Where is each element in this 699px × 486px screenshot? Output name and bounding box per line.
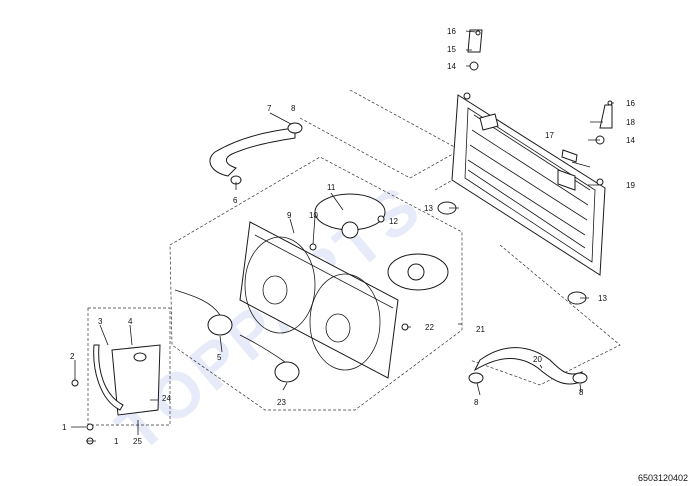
upper-bracket-right <box>595 100 613 145</box>
callout-8a: 8 <box>291 104 296 113</box>
hose-clamp-lower-right <box>572 372 588 384</box>
upper-bracket-left <box>467 29 483 71</box>
fan-motor-right <box>274 361 300 383</box>
callout-7: 7 <box>267 104 272 113</box>
callout-21: 21 <box>476 325 485 334</box>
figure-code: 6503120402 <box>638 473 688 483</box>
callout-13a: 13 <box>424 204 433 213</box>
upper-hose <box>209 127 296 177</box>
callout-13b: 13 <box>598 294 607 303</box>
motor-wire-left <box>174 289 221 316</box>
callout-8b: 8 <box>474 398 479 407</box>
coolant-reservoir <box>111 344 161 416</box>
radiator-cap <box>561 149 578 163</box>
callout-15: 15 <box>447 45 456 54</box>
bolt-1a <box>86 423 94 431</box>
reservoir-hose <box>93 344 124 411</box>
hose-clamp-upper <box>287 122 303 134</box>
callout-1a: 1 <box>62 423 67 432</box>
callout-20: 20 <box>533 355 542 364</box>
callout-16a: 16 <box>447 27 456 36</box>
callout-23: 23 <box>277 398 286 407</box>
lower-hose <box>473 347 583 385</box>
callout-6: 6 <box>233 196 238 205</box>
callout-9: 9 <box>287 211 292 220</box>
callout-14a: 14 <box>447 62 456 71</box>
bolt-10 <box>309 243 317 251</box>
callout-12: 12 <box>389 217 398 226</box>
motor-wire-right <box>239 334 286 363</box>
callout-4: 4 <box>128 317 133 326</box>
fan-shroud-outline <box>169 156 463 411</box>
callout-18: 18 <box>626 118 635 127</box>
reservoir-outline <box>87 307 171 426</box>
callout-11: 11 <box>327 183 336 192</box>
fan-blade-right <box>387 253 449 291</box>
bolt-12 <box>377 215 385 223</box>
fan-shroud <box>239 221 399 379</box>
fan-motor-left <box>207 314 233 336</box>
callout-8c: 8 <box>579 388 584 397</box>
callout-25: 25 <box>133 437 142 446</box>
radiator <box>451 92 606 276</box>
callout-1b: 1 <box>114 437 119 446</box>
callout-10: 10 <box>309 211 318 220</box>
bolt-2 <box>71 379 79 387</box>
callout-3: 3 <box>98 317 103 326</box>
callout-2: 2 <box>70 352 75 361</box>
fan-blade-left <box>314 193 386 239</box>
callout-24: 24 <box>162 394 171 403</box>
callout-17: 17 <box>545 131 554 140</box>
callout-22: 22 <box>425 323 434 332</box>
callout-14b: 14 <box>626 136 635 145</box>
callout-5: 5 <box>217 353 222 362</box>
lower-hose-outline <box>469 244 621 386</box>
callout-16b: 16 <box>626 99 635 108</box>
callout-19: 19 <box>626 181 635 190</box>
upper-hose-outline <box>299 89 461 179</box>
hose-clamp-lower-left <box>468 372 484 384</box>
